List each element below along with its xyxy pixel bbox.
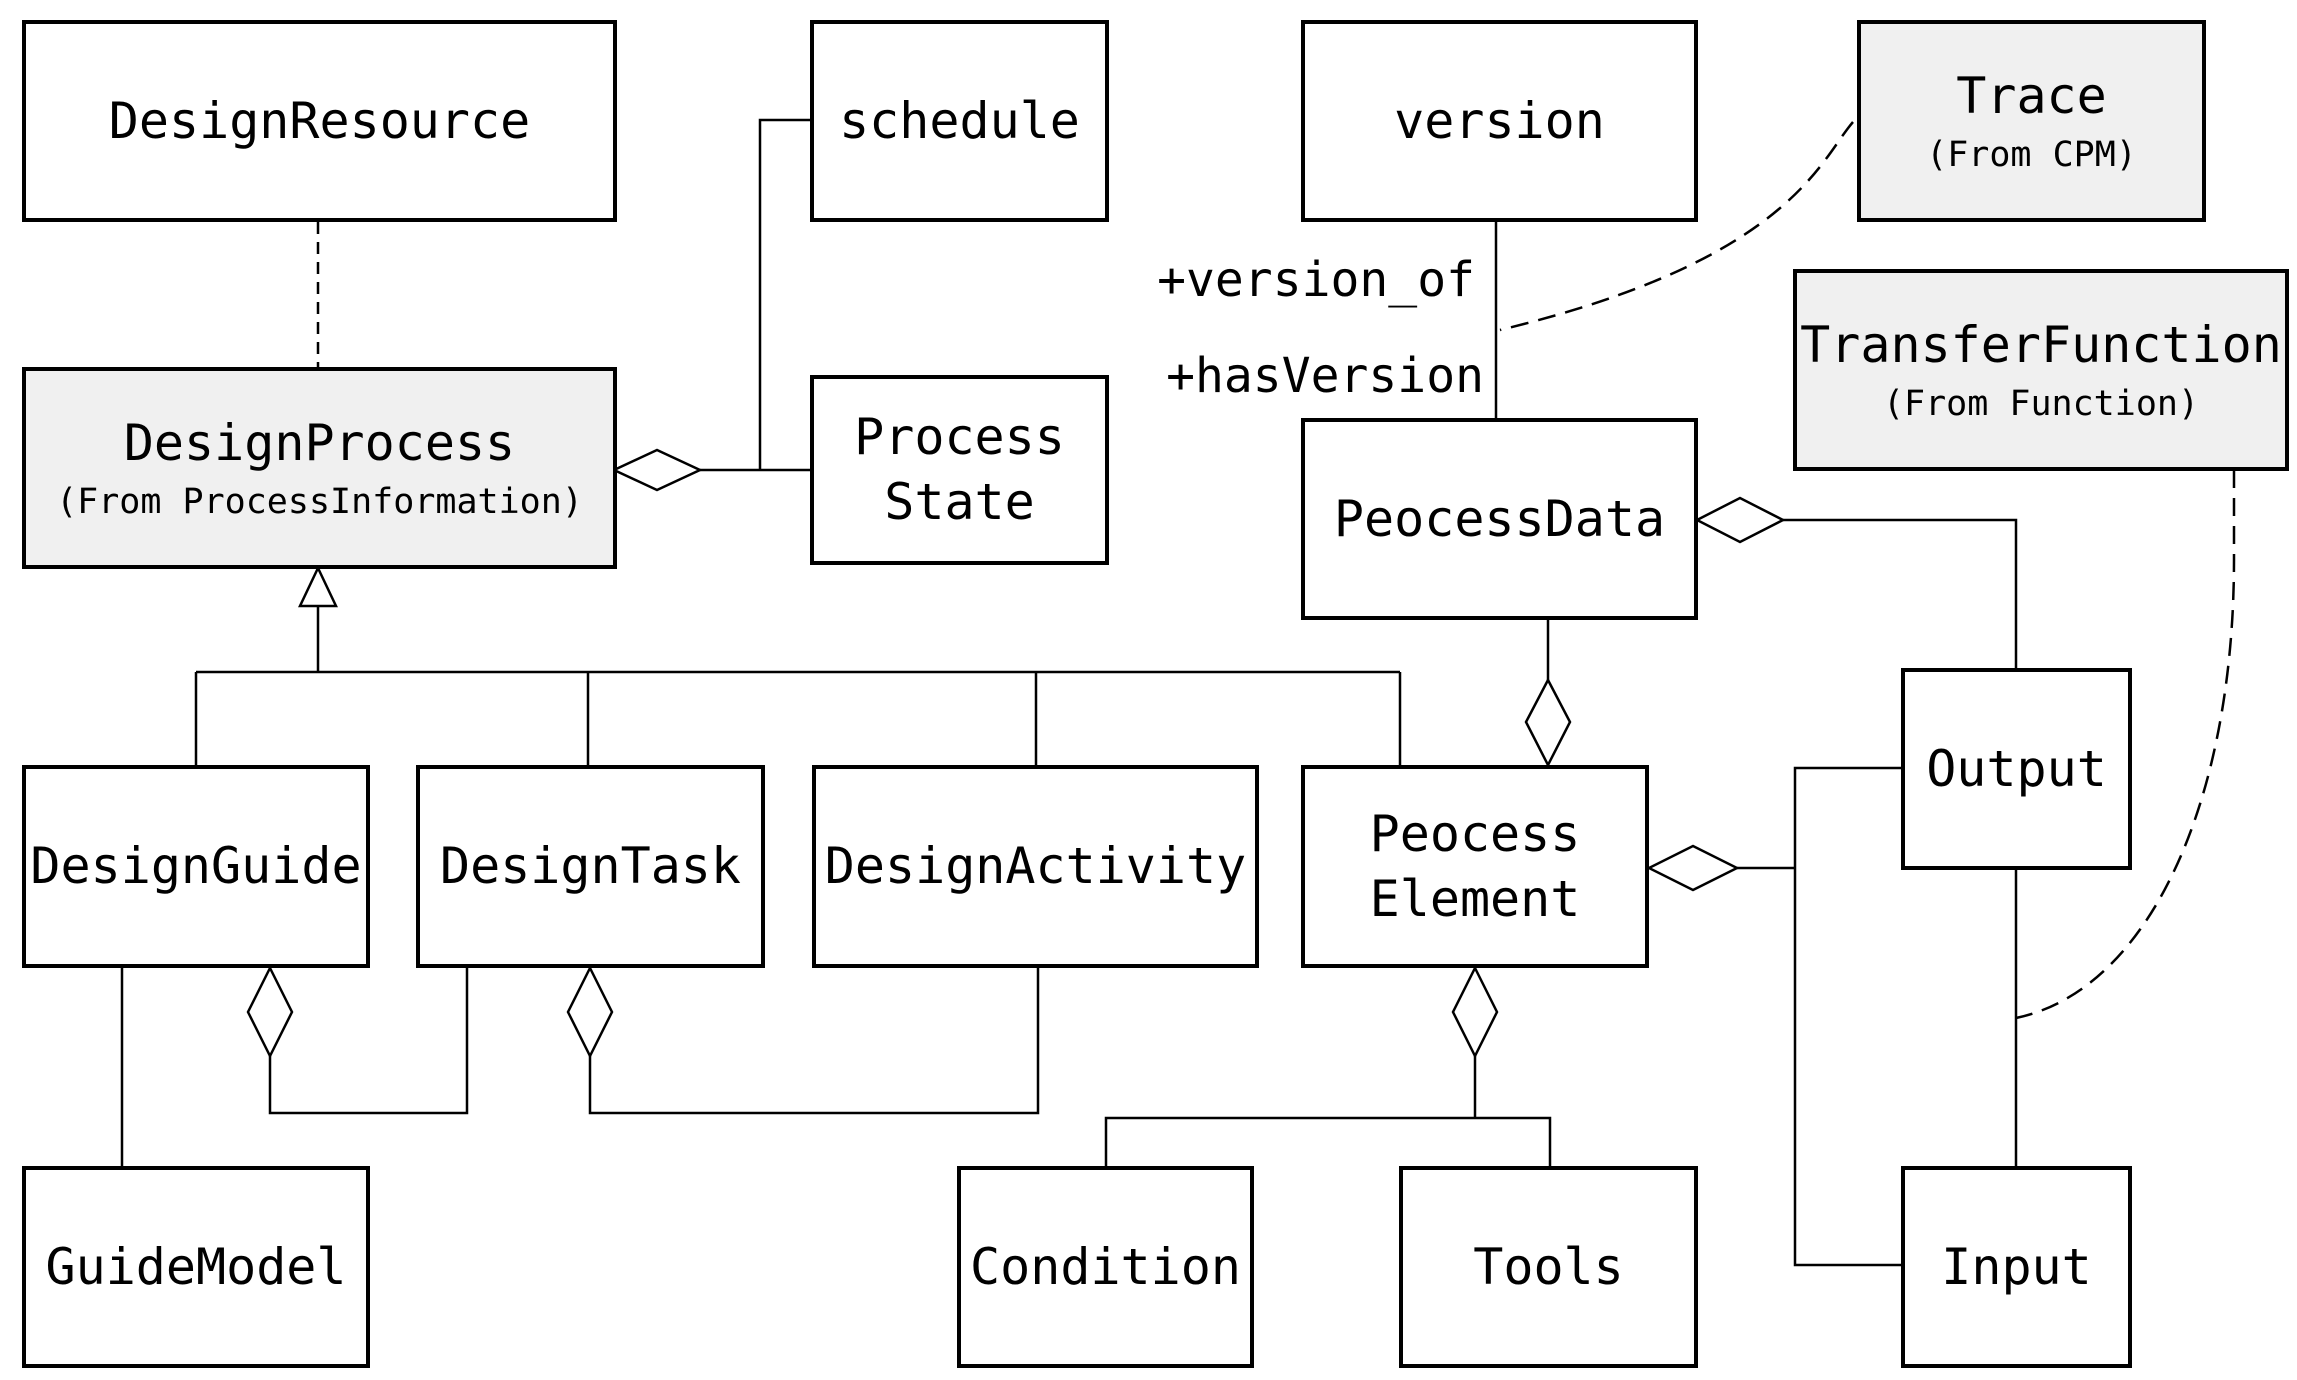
class-origin: (From CPM) bbox=[1926, 134, 2137, 175]
class-peocessdata: PeocessData bbox=[1301, 418, 1698, 620]
link-io-vertical bbox=[1793, 766, 1903, 1267]
link-activity-task bbox=[588, 968, 1040, 1115]
class-trace: Trace (From CPM) bbox=[1857, 20, 2206, 222]
link-schedule bbox=[758, 118, 810, 470]
class-name: PeocessData bbox=[1333, 489, 1666, 548]
class-transferfunction: TransferFunction (From Function) bbox=[1793, 269, 2289, 471]
class-output: Output bbox=[1901, 668, 2132, 870]
link-output-data bbox=[1783, 518, 2018, 668]
class-origin: (From Function) bbox=[1882, 383, 2200, 424]
link-condition-tools bbox=[1104, 1116, 1552, 1166]
class-name: DesignProcess bbox=[123, 413, 516, 472]
class-processstate: Process State bbox=[810, 375, 1109, 565]
link-task-guide bbox=[268, 968, 469, 1115]
class-peocesselement: Peocess Element bbox=[1301, 765, 1649, 968]
class-input: Input bbox=[1901, 1166, 2132, 1368]
class-name: Process State bbox=[854, 408, 1065, 531]
class-name: DesignTask bbox=[439, 837, 742, 895]
class-schedule: schedule bbox=[810, 20, 1109, 222]
class-designresource: DesignResource bbox=[22, 20, 617, 222]
class-name: TransferFunction bbox=[1800, 315, 2282, 374]
role-has-version: +hasVersion bbox=[1166, 348, 1484, 404]
class-designactivity: DesignActivity bbox=[812, 765, 1259, 968]
class-designprocess: DesignProcess (From ProcessInformation) bbox=[22, 367, 617, 569]
role-version-of: +version_of bbox=[1157, 252, 1475, 308]
aggregation-diamond-peocessdata bbox=[1694, 496, 1786, 544]
aggregation-diamond-designguide bbox=[246, 965, 294, 1059]
class-condition: Condition bbox=[957, 1166, 1254, 1368]
class-name: Condition bbox=[970, 1237, 1241, 1296]
aggregation-diamond-element-right bbox=[1646, 844, 1740, 892]
class-guidemodel: GuideModel bbox=[22, 1166, 370, 1368]
class-name: Output bbox=[1926, 739, 2107, 798]
class-name: Peocess Element bbox=[1369, 804, 1581, 928]
aggregation-diamond-element-top bbox=[1524, 677, 1572, 768]
aggregation-diamond-designprocess bbox=[611, 448, 703, 492]
class-tools: Tools bbox=[1399, 1166, 1698, 1368]
class-designtask: DesignTask bbox=[416, 765, 765, 968]
dependency-transferfunction bbox=[2015, 470, 2236, 1020]
class-designguide: DesignGuide bbox=[22, 765, 370, 968]
class-name: schedule bbox=[839, 91, 1080, 150]
class-name: GuideModel bbox=[45, 1237, 347, 1296]
generalization-triangle bbox=[298, 565, 338, 608]
class-name: version bbox=[1394, 91, 1605, 150]
dependency-trace bbox=[1499, 121, 1854, 332]
class-name: DesignResource bbox=[108, 91, 531, 150]
class-origin: (From ProcessInformation) bbox=[56, 481, 583, 522]
aggregation-diamond-designtask bbox=[566, 965, 614, 1059]
class-name: Input bbox=[1941, 1237, 2092, 1296]
class-name: Tools bbox=[1473, 1237, 1624, 1296]
aggregation-diamond-element-bottom bbox=[1451, 965, 1499, 1059]
class-name: DesignActivity bbox=[824, 837, 1247, 895]
class-name: DesignGuide bbox=[30, 837, 362, 895]
class-version: version bbox=[1301, 20, 1698, 222]
class-name: Trace bbox=[1956, 66, 2107, 125]
